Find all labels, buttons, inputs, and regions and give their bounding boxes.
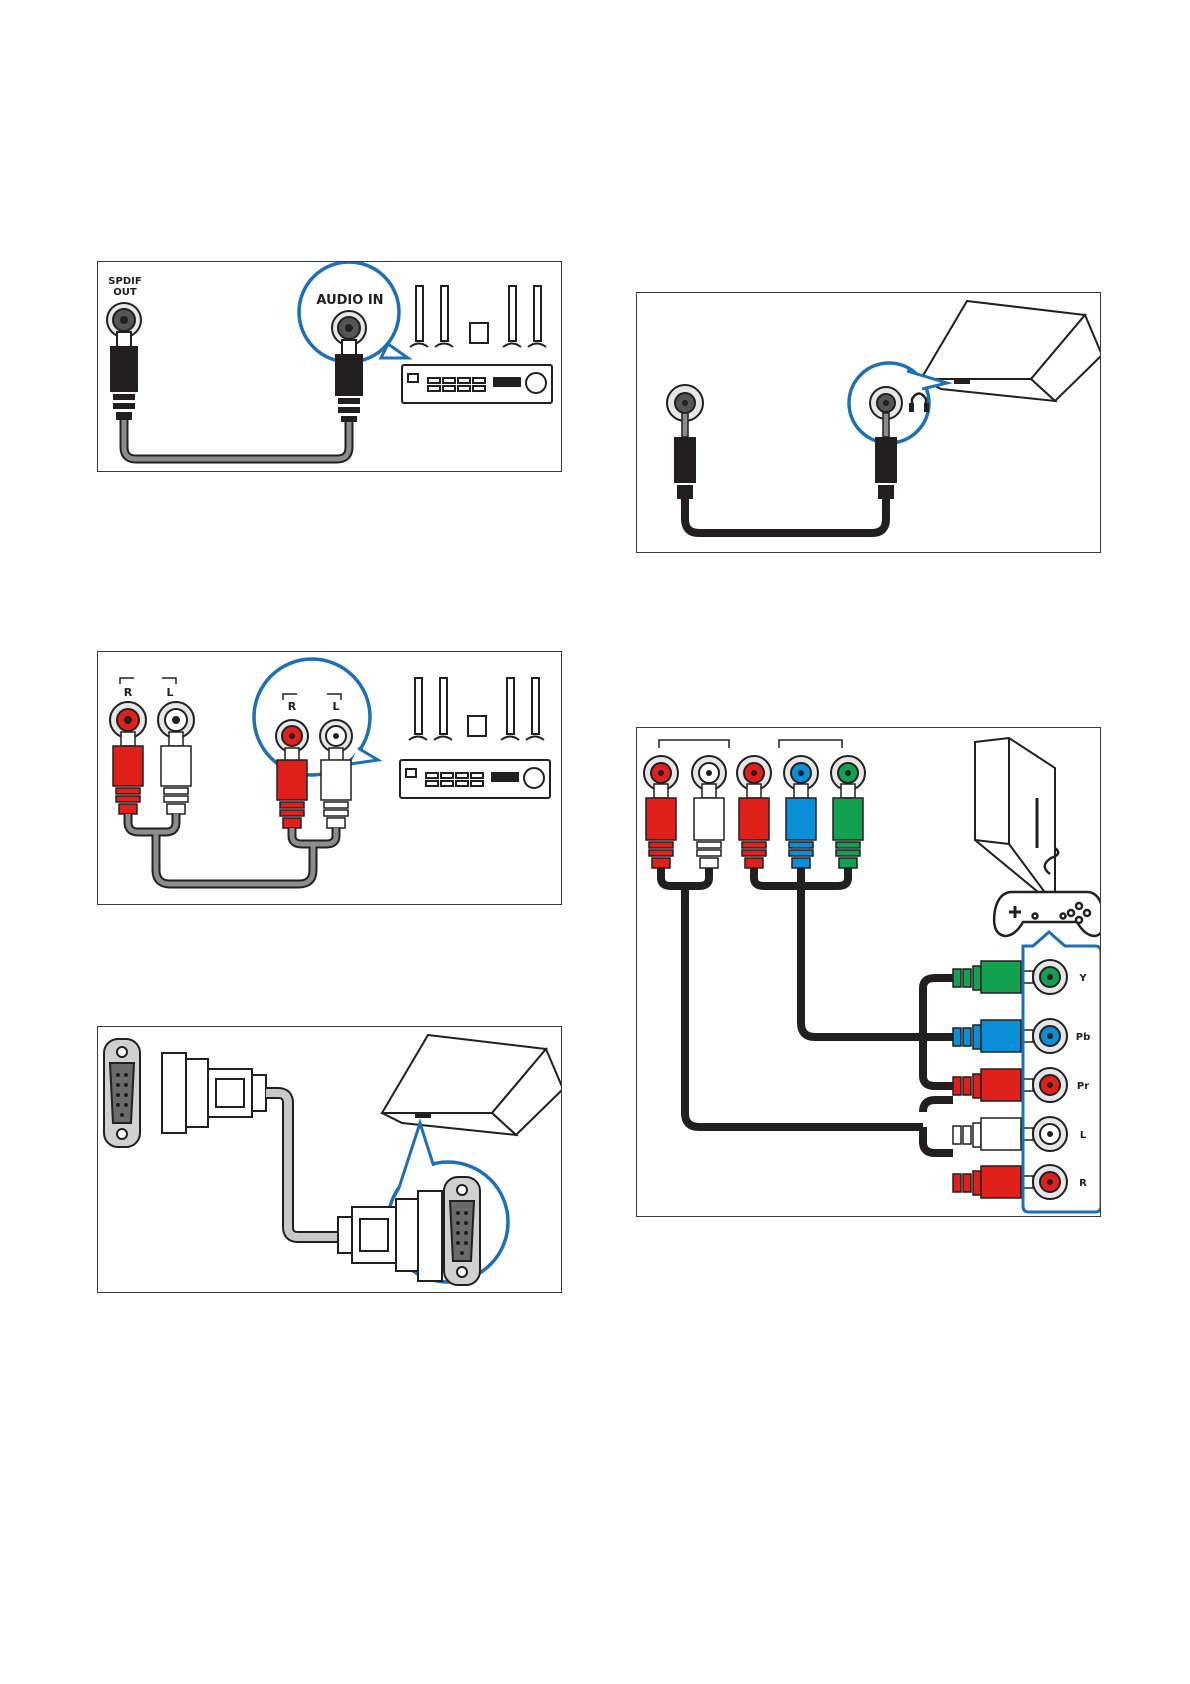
vga-diagram: [98, 1027, 562, 1293]
jack-label-l: L: [1080, 1130, 1087, 1141]
analog-audio-connection-panel: R L R: [97, 651, 562, 905]
spdif-connection-panel: SPDIF OUT AUDIO IN: [97, 261, 562, 472]
stereo-audio-cable: [128, 814, 336, 884]
laptop-icon: [921, 301, 1101, 401]
console-jack-column: [1033, 960, 1067, 1199]
av-receiver: [402, 365, 552, 403]
vga-connection-panel: [97, 1026, 562, 1293]
spdif-cable: [124, 420, 349, 459]
source-right-label: R: [124, 686, 133, 699]
component-cables: [661, 868, 953, 1153]
component-connection-panel: Y Pb Pr L R: [636, 727, 1101, 1217]
console-l-jack: [1033, 1117, 1067, 1151]
target-left-label: L: [332, 700, 339, 713]
console-pr-jack: [1033, 1068, 1067, 1102]
vga-plug-left: [162, 1053, 266, 1133]
console-y-jack: [1033, 960, 1067, 994]
source-left-label: L: [166, 686, 173, 699]
spdif-label-line1: SPDIF: [108, 276, 141, 287]
jack-label-r: R: [1079, 1178, 1087, 1189]
mini-jack-plug-left: [674, 413, 696, 499]
target-left-plug: [321, 748, 351, 828]
pc-audio-connection-panel: [636, 292, 1101, 553]
pc-vga-port: [444, 1177, 480, 1285]
source-right-plug: [113, 732, 143, 814]
console-pb-jack: [1033, 1019, 1067, 1053]
spdif-plug-left: [110, 332, 138, 420]
component-diagram: Y Pb Pr L R: [637, 728, 1101, 1217]
speaker-set: [410, 286, 546, 347]
target-left-jack: [320, 720, 352, 752]
jack-label-y: Y: [1078, 973, 1087, 984]
console-plug-column: [953, 961, 1033, 1198]
tv-plug-row: [646, 784, 863, 868]
game-console-icon: [975, 738, 1055, 906]
target-right-plug: [277, 748, 307, 828]
laptop-icon: [382, 1035, 562, 1135]
av-receiver: [400, 760, 550, 798]
source-left-plug: [161, 732, 191, 814]
console-r-jack: [1033, 1165, 1067, 1199]
audio-in-label: AUDIO IN: [316, 293, 383, 308]
mini-jack-cable: [685, 499, 886, 533]
pc-audio-diagram: [637, 293, 1101, 553]
vga-cable: [266, 1093, 338, 1237]
target-right-label: R: [288, 700, 297, 713]
target-right-jack: [276, 720, 308, 752]
speaker-set: [409, 678, 544, 740]
tv-vga-port: [104, 1039, 140, 1147]
receiver-input-highlight: [254, 659, 370, 775]
jack-label-pb: Pb: [1076, 1032, 1091, 1043]
spdif-diagram: SPDIF OUT AUDIO IN: [98, 262, 562, 472]
jack-label-pr: Pr: [1077, 1081, 1089, 1092]
analog-audio-diagram: R L R: [98, 652, 562, 905]
spdif-label-line2: OUT: [113, 287, 137, 298]
